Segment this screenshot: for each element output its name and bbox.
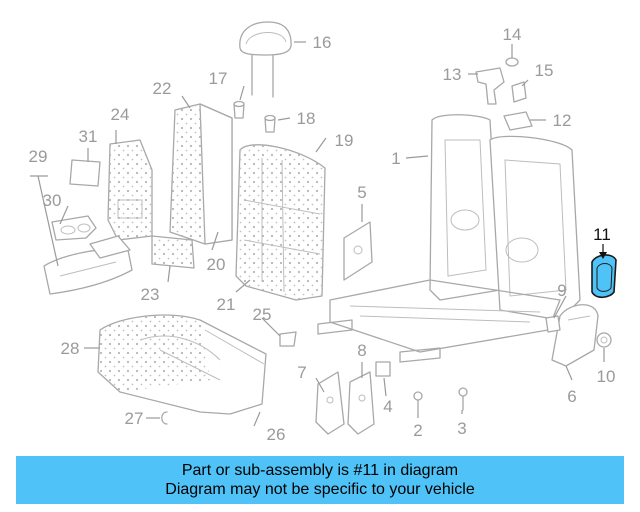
part-3-bolt bbox=[458, 387, 468, 411]
callout-16: 16 bbox=[313, 33, 332, 52]
part-16-headrest bbox=[239, 21, 292, 98]
callout-1: 1 bbox=[391, 149, 400, 168]
callout-3: 3 bbox=[457, 419, 466, 438]
part-27-clip bbox=[161, 411, 168, 425]
part-6-side-cover bbox=[551, 304, 599, 367]
part-1-seat-frame bbox=[317, 114, 581, 363]
callout-12: 12 bbox=[553, 111, 572, 130]
callout-15: 15 bbox=[535, 61, 554, 80]
part-10-cap bbox=[596, 332, 612, 348]
callout-21: 21 bbox=[217, 295, 236, 314]
callout-27: 27 bbox=[125, 409, 144, 428]
part-2-bolt bbox=[413, 391, 423, 415]
callout-30: 30 bbox=[43, 191, 62, 210]
callout-5: 5 bbox=[357, 183, 366, 202]
part-29-armrest bbox=[43, 235, 133, 295]
parts-diagram: 1 2 3 4 5 6 7 8 9 10 11 12 13 14 15 16 1… bbox=[29, 21, 617, 444]
part-17-headrest-guide bbox=[233, 100, 245, 119]
callout-31: 31 bbox=[79, 127, 98, 146]
part-11-highlighted bbox=[591, 254, 617, 299]
callout-4: 4 bbox=[383, 397, 392, 416]
callout-6: 6 bbox=[567, 387, 576, 406]
callout-23: 23 bbox=[141, 285, 160, 304]
part-18-headrest-guide bbox=[264, 114, 276, 133]
callout-29: 29 bbox=[29, 147, 48, 166]
leader-lines bbox=[30, 41, 607, 427]
callout-13: 13 bbox=[443, 65, 462, 84]
callout-18: 18 bbox=[297, 109, 316, 128]
part-23-pad bbox=[151, 235, 195, 269]
part-7-bracket bbox=[315, 371, 345, 435]
callout-19: 19 bbox=[335, 131, 354, 150]
banner-line-part-number: Part or sub-assembly is #11 in diagram bbox=[181, 462, 459, 479]
part-28-cushion bbox=[97, 314, 267, 415]
banner-line-disclaimer: Diagram may not be specific to your vehi… bbox=[165, 481, 475, 498]
part-30-cupholder bbox=[51, 215, 97, 241]
part-22-back-pad bbox=[169, 103, 233, 245]
callout-26: 26 bbox=[267, 425, 286, 444]
callout-24: 24 bbox=[111, 105, 130, 124]
callout-28: 28 bbox=[61, 339, 80, 358]
part-19-back-cover bbox=[235, 144, 326, 301]
callout-14: 14 bbox=[503, 25, 522, 44]
callout-25: 25 bbox=[253, 305, 272, 324]
callout-10: 10 bbox=[597, 367, 616, 386]
part-12-clip bbox=[503, 111, 533, 131]
callout-20: 20 bbox=[207, 255, 226, 274]
part-25-clip bbox=[279, 331, 297, 347]
part-24-back-board bbox=[107, 139, 153, 241]
part-31-trim-panel bbox=[69, 159, 101, 187]
callout-2: 2 bbox=[413, 421, 422, 440]
part-5-bracket bbox=[343, 221, 373, 281]
callout-22: 22 bbox=[153, 79, 172, 98]
callout-8: 8 bbox=[357, 341, 366, 360]
part-14-clip bbox=[505, 57, 519, 67]
callout-17: 17 bbox=[209, 69, 228, 88]
part-15-clip bbox=[511, 81, 527, 103]
part-4-cap bbox=[375, 361, 391, 377]
part-13-bracket bbox=[475, 67, 505, 105]
callout-labels: 1 2 3 4 5 6 7 8 9 10 11 12 13 14 15 16 1… bbox=[29, 25, 616, 444]
info-banner: Part or sub-assembly is #11 in diagram D… bbox=[16, 456, 624, 504]
callout-9: 9 bbox=[557, 281, 566, 300]
part-9-clip bbox=[545, 315, 561, 333]
callout-7: 7 bbox=[297, 363, 306, 382]
callout-11: 11 bbox=[593, 225, 611, 244]
part-8-bracket bbox=[347, 371, 375, 435]
